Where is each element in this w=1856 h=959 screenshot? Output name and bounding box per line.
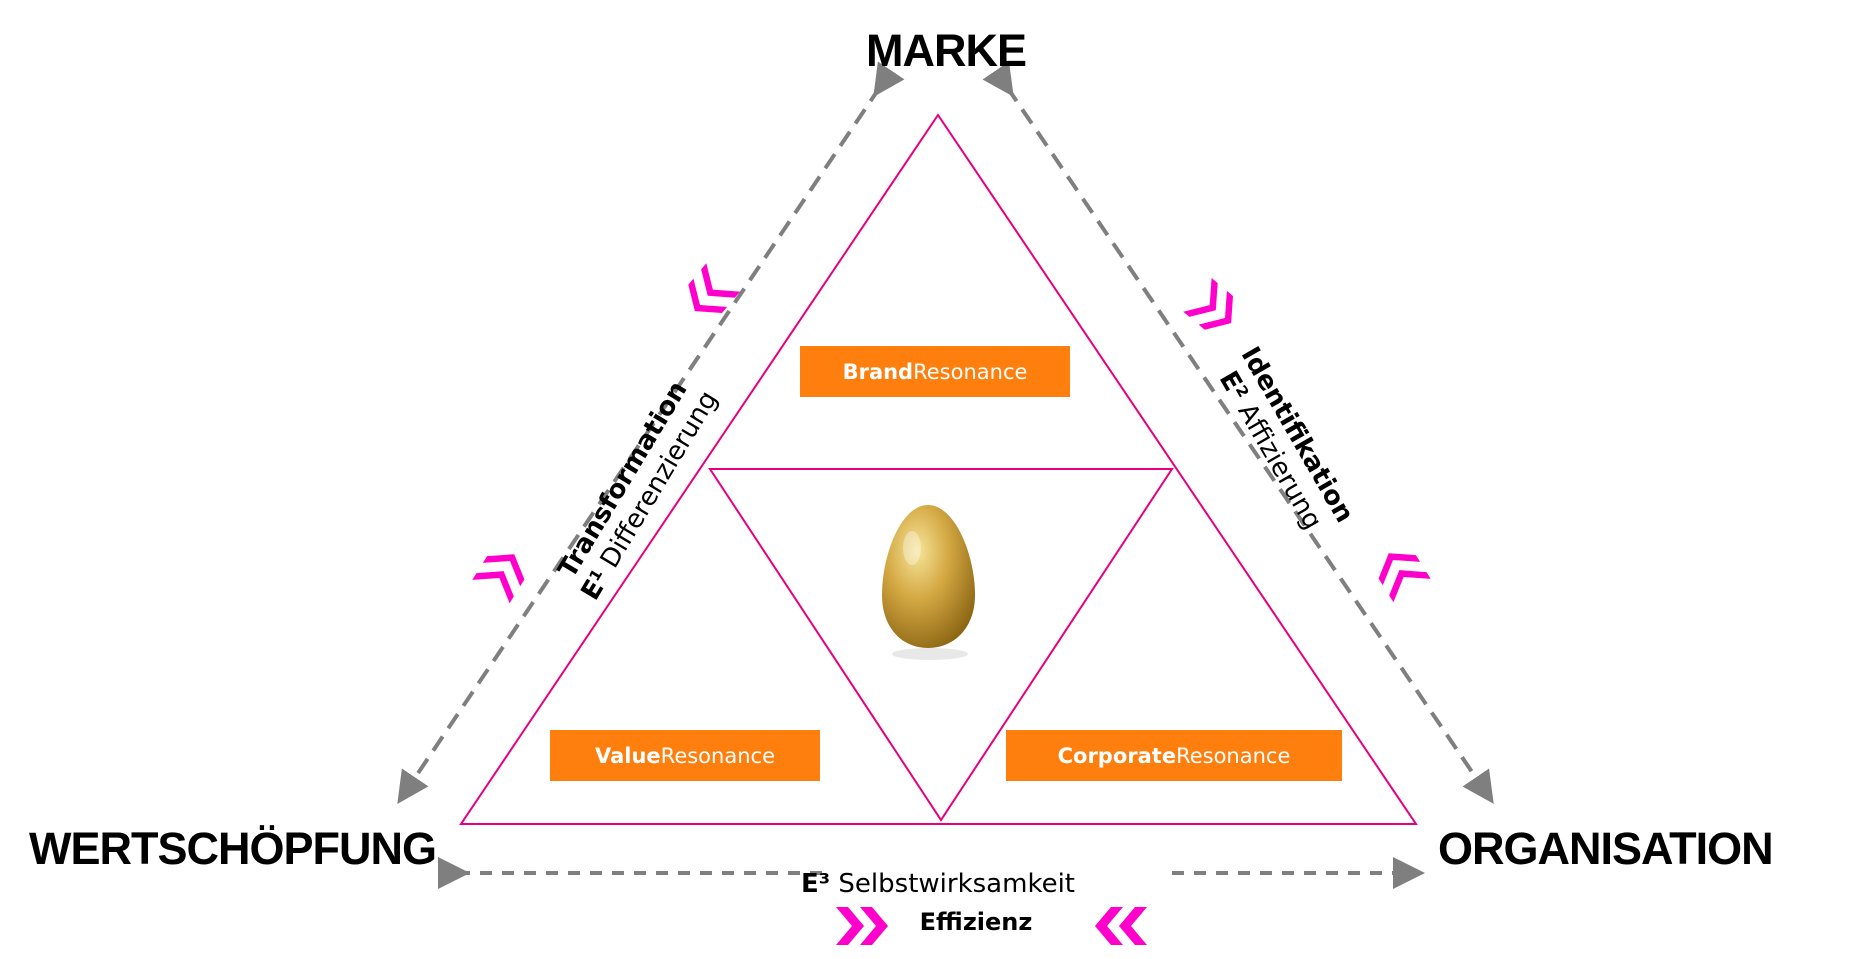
node-marke: MARKE xyxy=(866,25,1027,76)
outer-triangle xyxy=(459,113,1418,825)
golden-egg-icon xyxy=(882,505,975,660)
edge-label-selbstwirksamkeit: E³ Selbstwirksamkeit xyxy=(801,869,1075,899)
corporate-resonance-bold: Corporate xyxy=(1057,743,1177,768)
value-resonance-rest: Resonance xyxy=(660,743,775,768)
chevron-icon-bottom-right xyxy=(1095,907,1147,945)
edge-label-effizienz: Effizienz xyxy=(919,908,1033,936)
value-resonance-bold: Value xyxy=(595,743,661,768)
node-wertschoepfung: WERTSCHÖPFUNG xyxy=(29,823,437,874)
chevron-icon-right-upper xyxy=(1183,278,1234,330)
brand-resonance-bold: Brand xyxy=(842,359,914,384)
brand-resonance-rest: Resonance xyxy=(913,359,1028,384)
inner-triangle xyxy=(708,468,1174,822)
arrow-marke-wertschoepfung xyxy=(397,61,905,804)
node-organisation: ORGANISATION xyxy=(1438,823,1774,874)
e3-label: E³ xyxy=(801,869,831,899)
chevron-icon-left-lower xyxy=(472,554,525,604)
selbstwirksamkeit-label: Selbstwirksamkeit xyxy=(838,869,1075,899)
chevron-icon-right-lower xyxy=(1378,553,1431,603)
corporate-resonance-rest: Resonance xyxy=(1176,743,1291,768)
chevron-icon-left-upper xyxy=(688,263,740,314)
chevron-icon-bottom-left xyxy=(836,907,888,945)
arrow-marke-organisation xyxy=(982,61,1494,804)
